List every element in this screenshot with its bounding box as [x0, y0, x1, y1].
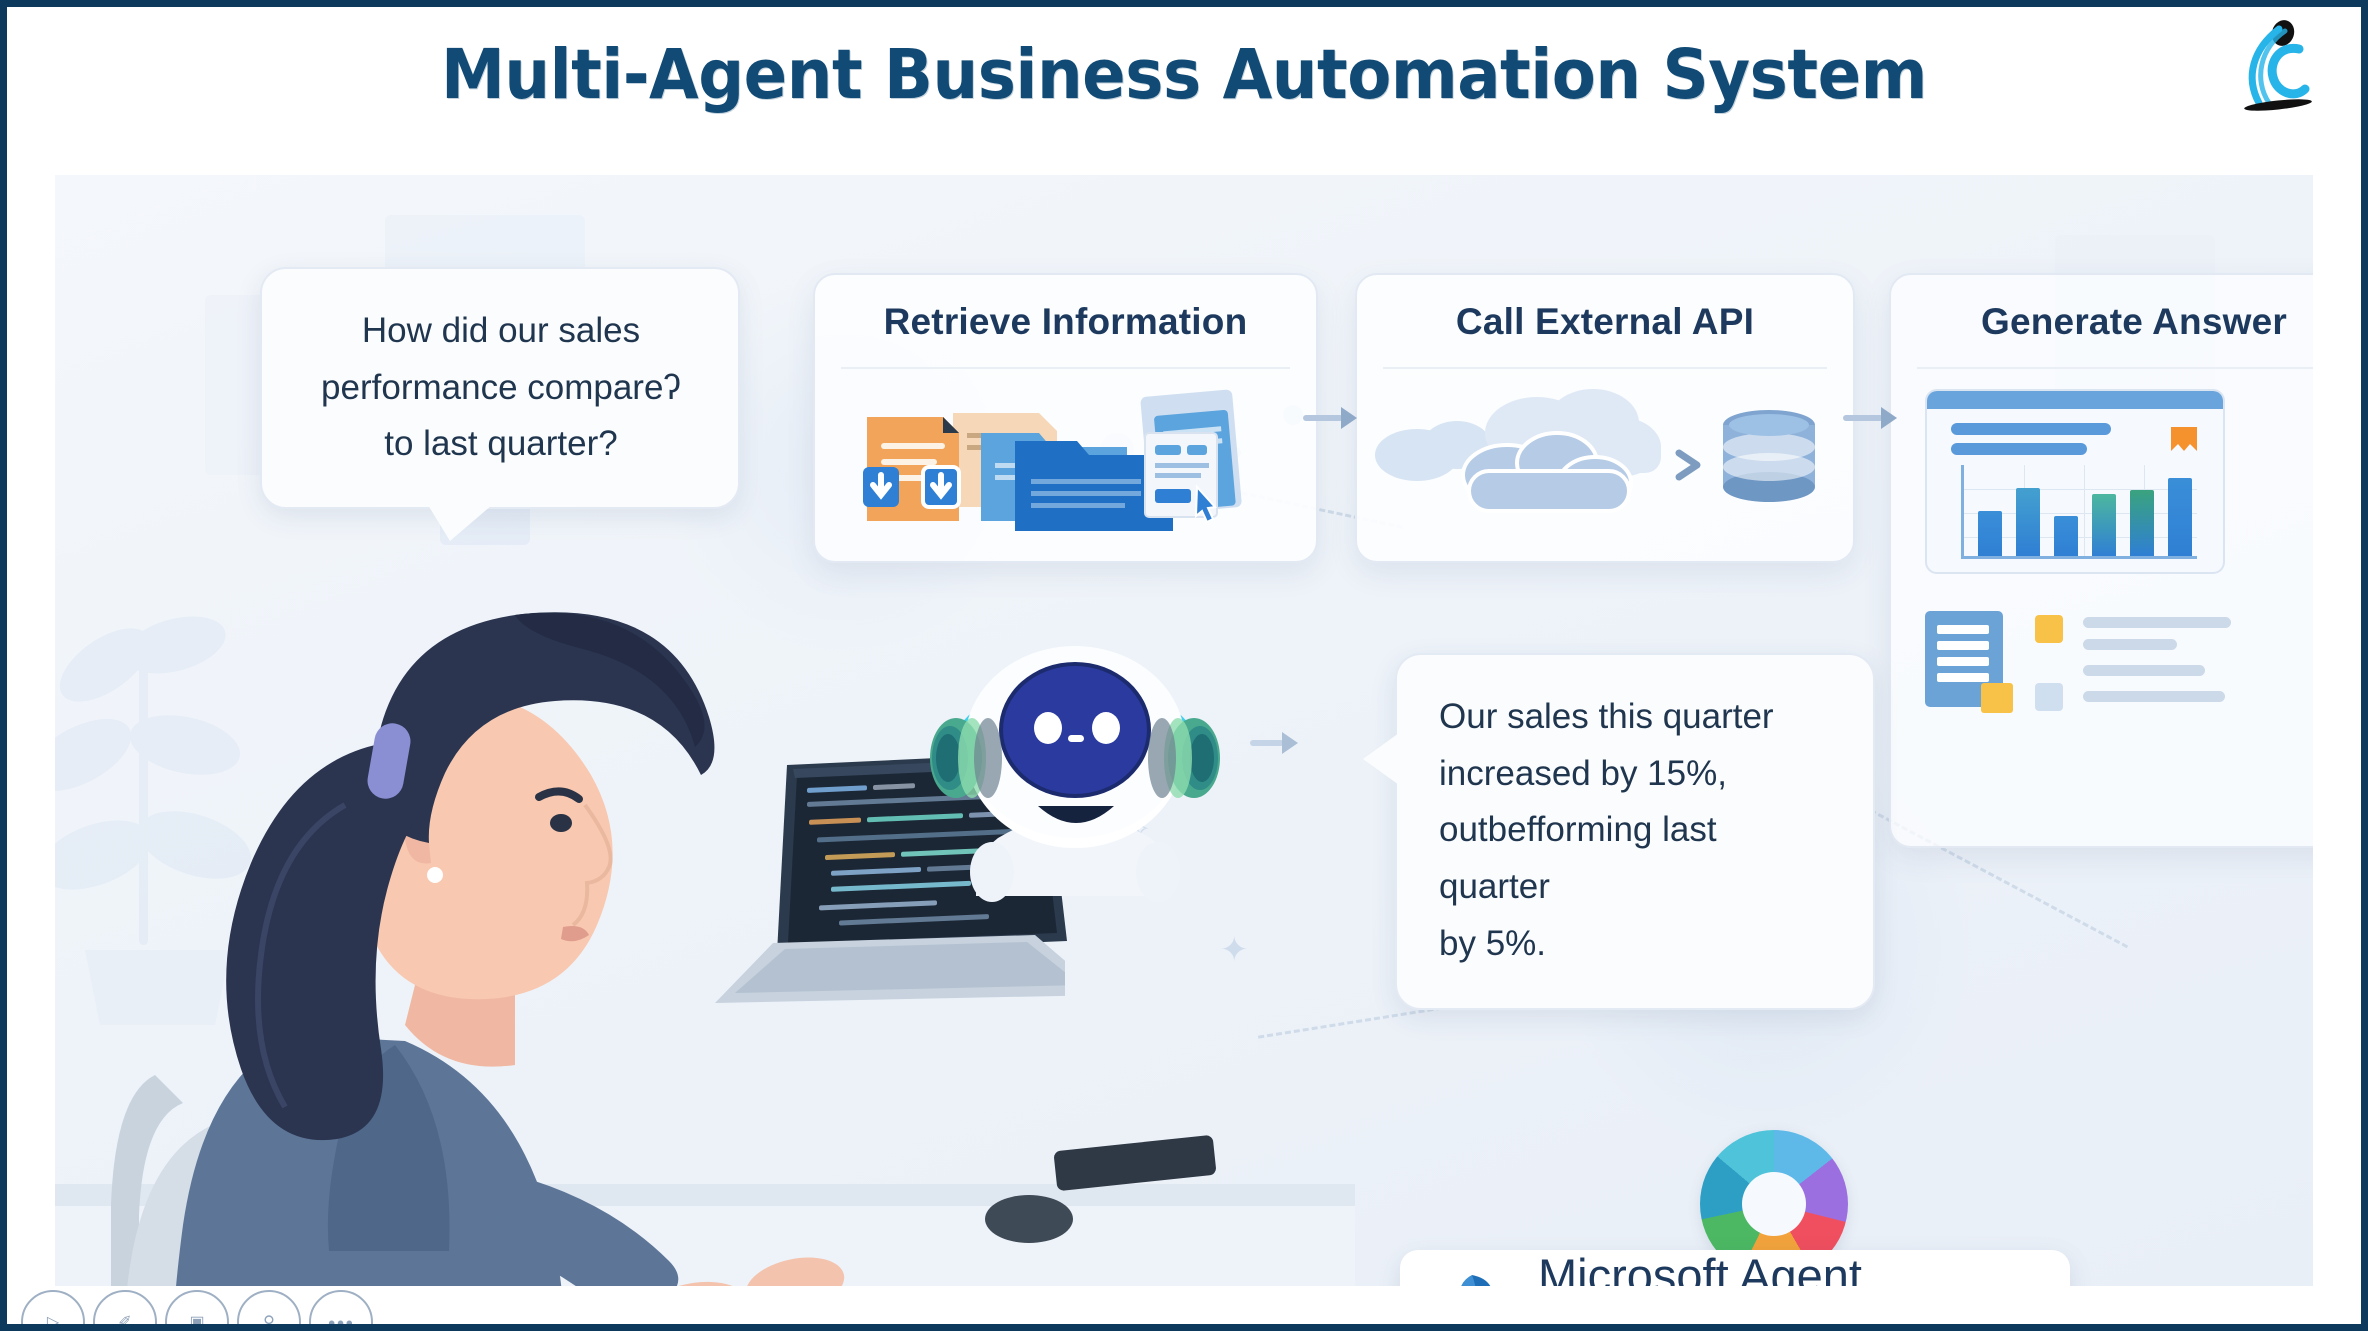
card-generate-answer[interactable]: Generate Answer — [1889, 273, 2313, 848]
answer-line-3: outbefforming last quarter — [1439, 810, 1717, 907]
chart-gridline — [1964, 513, 2197, 514]
illustration-canvas: ✦ ✧ How did our sales performance compar… — [55, 175, 2313, 1286]
list-line — [2083, 639, 2177, 650]
card-body-answer — [1891, 371, 2313, 846]
dashboard-subtitle-line — [1951, 443, 2087, 455]
dashboard-header-bar — [1927, 391, 2223, 409]
computer-mouse — [985, 1195, 1073, 1243]
list-line — [2083, 665, 2205, 676]
chart-gridline — [1964, 489, 2197, 490]
chart-bar — [2168, 478, 2192, 556]
company-logo — [2223, 15, 2331, 115]
question-line-2: performance compareʔ — [321, 367, 681, 407]
card-title-api: Call External API — [1455, 301, 1755, 342]
pen-glyph: ✐ — [118, 1314, 132, 1331]
framework-label: Microsoft Agent Framework — [1538, 1248, 1862, 1287]
chart-bar — [2130, 490, 2154, 556]
chart-bar — [2054, 516, 2078, 556]
layout-glyph: ▣ — [189, 1314, 205, 1331]
zoom-glyph: ⚲ — [263, 1314, 275, 1331]
woman-at-laptop — [95, 475, 995, 1286]
documents-folder-icon — [863, 389, 1242, 531]
card-title-answer: Generate Answer — [1981, 301, 2287, 342]
play-icon[interactable]: ▷ — [21, 1290, 85, 1331]
code-line — [807, 785, 867, 793]
connector-robot-to-answer — [1250, 732, 1298, 754]
sparkle-icon: ✦ — [1220, 931, 1249, 969]
code-line — [839, 913, 989, 926]
answer-line-4: by 5%. — [1439, 923, 1546, 963]
slide-header: Multi-Agent Business Automation System — [7, 7, 2361, 175]
donut-chart — [1700, 1130, 1848, 1278]
chart-gridline — [1964, 537, 2197, 538]
dashboard-title-line — [1951, 423, 2111, 435]
answer-line-1: Our sales this quarter — [1439, 697, 1774, 736]
list-line — [2083, 691, 2225, 702]
document-tag-badge — [1981, 683, 2013, 713]
play-glyph: ▷ — [46, 1314, 60, 1331]
chart-bar — [2092, 494, 2116, 556]
microsoft-agent-framework-logo — [1442, 1269, 1504, 1286]
connector-retrieve-to-api — [1303, 407, 1357, 429]
card-divider — [841, 367, 1290, 369]
question-line-3: to last quarter? — [384, 424, 618, 464]
card-body-retrieve — [815, 371, 1316, 561]
list-marker — [2035, 615, 2063, 643]
more-glyph: ●●● — [327, 1314, 355, 1330]
question-line-1: How did our sales — [361, 311, 641, 350]
card-divider — [1917, 367, 2313, 369]
list-line — [2083, 617, 2231, 628]
card-body-api — [1357, 371, 1853, 561]
chart-gridline — [2084, 465, 2085, 556]
bar-chart-plot — [1961, 465, 2197, 559]
dashboard-chart-icon — [1925, 389, 2225, 574]
code-line — [825, 852, 895, 861]
code-line — [831, 866, 921, 876]
cloud-database-icon — [1375, 389, 1815, 513]
layout-icon[interactable]: ▣ — [165, 1290, 229, 1331]
microsoft-agent-framework-badge[interactable]: Microsoft Agent Framework — [1400, 1248, 2070, 1287]
card-divider — [1383, 367, 1827, 369]
ai-robot-assistant — [910, 580, 1240, 910]
slide-toolbar[interactable]: ▷ ✐ ▣ ⚲ ●●● — [21, 1290, 373, 1331]
more-options-icon[interactable]: ●●● — [309, 1290, 373, 1330]
card-call-external-api[interactable]: Call External API — [1355, 273, 1855, 563]
document-list-icon — [1925, 603, 2235, 713]
agent-answer-bubble: Our sales this quarter increased by 15%,… — [1363, 653, 1875, 1011]
card-retrieve-information[interactable]: Retrieve Information — [813, 273, 1318, 563]
chart-bar — [2016, 488, 2040, 556]
code-line — [809, 817, 861, 825]
star-badge-icon — [2167, 423, 2201, 455]
page-title: Multi-Agent Business Automation System — [440, 35, 1928, 115]
pen-icon[interactable]: ✐ — [93, 1290, 157, 1331]
user-question-bubble: How did our sales performance compareʔ t… — [260, 267, 740, 542]
answer-line-2: increased by 15%, — [1439, 753, 1727, 793]
chart-bar — [1978, 511, 2002, 556]
card-title-retrieve: Retrieve Information — [883, 301, 1248, 342]
connector-api-to-answer — [1843, 407, 1897, 429]
list-marker — [2035, 683, 2063, 711]
smartphone — [1053, 1134, 1217, 1192]
zoom-icon[interactable]: ⚲ — [237, 1290, 301, 1331]
code-line — [873, 783, 915, 791]
plant-decoration — [55, 555, 315, 1025]
